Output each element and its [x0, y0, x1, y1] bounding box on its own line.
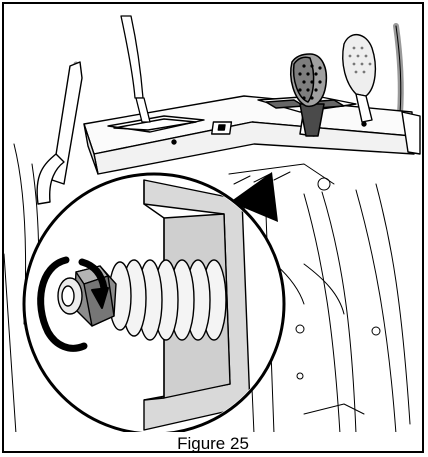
magnified-detail — [22, 172, 286, 432]
auger-lever — [342, 34, 377, 123]
control-panel — [83, 95, 421, 175]
rotation-arrow-icon — [37, 256, 109, 352]
figure-caption: Figure 25 — [177, 434, 249, 453]
spring — [108, 259, 227, 341]
figure-frame: Figure 25 — [2, 2, 424, 453]
grip-dots — [298, 64, 322, 100]
drive-lever — [120, 15, 151, 123]
shift-lever — [290, 53, 328, 137]
bolt-end — [57, 277, 83, 315]
figure-illustration — [4, 15, 421, 432]
left-handle — [36, 61, 83, 205]
callout-pointer — [230, 172, 278, 222]
